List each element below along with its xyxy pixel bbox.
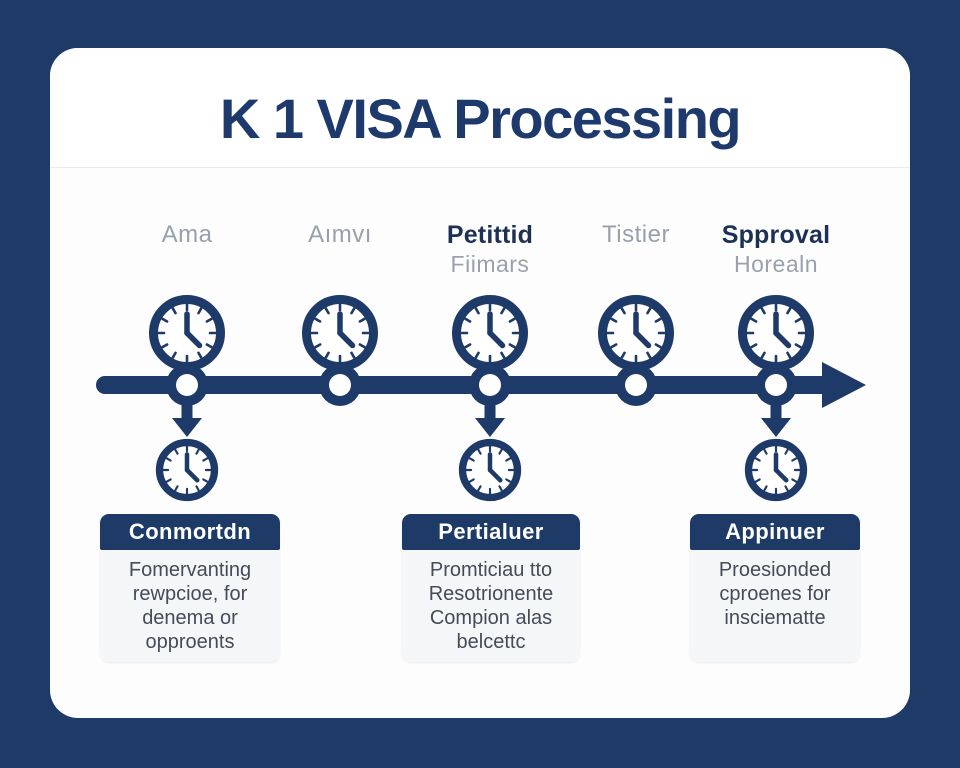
milestone-label-4: Tistier: [541, 220, 731, 250]
timeline-node: [615, 364, 657, 406]
step-box-3-line-1: Proesionded: [718, 559, 832, 581]
step-box-1-line-3: denema or: [142, 607, 238, 629]
step-box-2-header: Pertialuer: [402, 514, 580, 550]
timeline-node: [319, 364, 361, 406]
milestone-2-title: Aımvı: [308, 221, 372, 248]
step-box-3-body: Proesionded cproenes for insciematte: [690, 550, 860, 662]
step-box-2-line-1: Promticiau tto: [429, 559, 553, 581]
clock-icon: [154, 300, 221, 367]
step-box-2-line-2: Resotrionente: [428, 583, 554, 605]
clock-icon: [603, 300, 670, 367]
milestone-5-subtitle: Horealn: [733, 251, 819, 277]
step-box-3-line-3: insciematte: [724, 607, 826, 629]
header-divider: [50, 167, 910, 168]
clock-icon: [743, 300, 810, 367]
timeline-node: [166, 364, 208, 406]
timeline-graphic: [96, 48, 866, 718]
step-box-3-header: Appinuer: [690, 514, 860, 550]
step-box-3: Appinuer Proesionded cproenes for inscie…: [690, 514, 860, 662]
step-box-2: Pertialuer Promticiau tto Resotrionente …: [402, 514, 580, 662]
clock-icon: [457, 300, 524, 367]
infographic-card: K 1 VISA Processing Ama Aımvı Petittid F…: [50, 48, 910, 718]
step-box-2-body: Promticiau tto Resotrionente Compion ala…: [402, 550, 580, 662]
milestone-3-title: Petittid: [446, 221, 534, 249]
milestone-3-subtitle: Fiimars: [450, 251, 530, 277]
timeline-node: [755, 364, 797, 406]
step-box-1: Conmortdn Fomervanting rewpcioe, for den…: [100, 514, 280, 662]
milestone-4-title: Tistier: [602, 221, 670, 248]
page-title: K 1 VISA Processing: [219, 87, 742, 150]
arrow-right-icon: [96, 362, 866, 408]
clock-icon: [307, 300, 374, 367]
step-box-2-line-3: Compion alas: [429, 607, 553, 629]
step-box-1-body: Fomervanting rewpcioe, for denema or opp…: [100, 550, 280, 662]
step-box-1-line-2: rewpcioe, for: [132, 583, 248, 605]
step-box-1-header: Conmortdn: [100, 514, 280, 550]
step-box-3-line-2: cproenes for: [719, 583, 831, 605]
step-box-2-line-4: belcettc: [456, 631, 526, 653]
clock-icon: [463, 443, 518, 498]
timeline-node: [469, 364, 511, 406]
milestone-5-title: Spproval: [721, 221, 831, 249]
clock-icon: [749, 443, 804, 498]
milestone-label-5: Spproval Horealn: [681, 220, 871, 278]
milestone-1-title: Ama: [161, 221, 213, 248]
milestone-label-3: Petittid Fiimars: [395, 220, 585, 278]
step-box-1-line-1: Fomervanting: [128, 559, 252, 581]
clock-icon: [160, 443, 215, 498]
arrow-down-icon: [761, 403, 791, 437]
arrow-down-icon: [475, 403, 505, 437]
title-bar: K 1 VISA Processing: [50, 48, 910, 167]
milestone-label-1: Ama: [92, 220, 282, 250]
arrow-down-icon: [172, 403, 202, 437]
milestone-label-2: Aımvı: [245, 220, 435, 250]
step-box-1-line-4: opproents: [145, 631, 235, 653]
